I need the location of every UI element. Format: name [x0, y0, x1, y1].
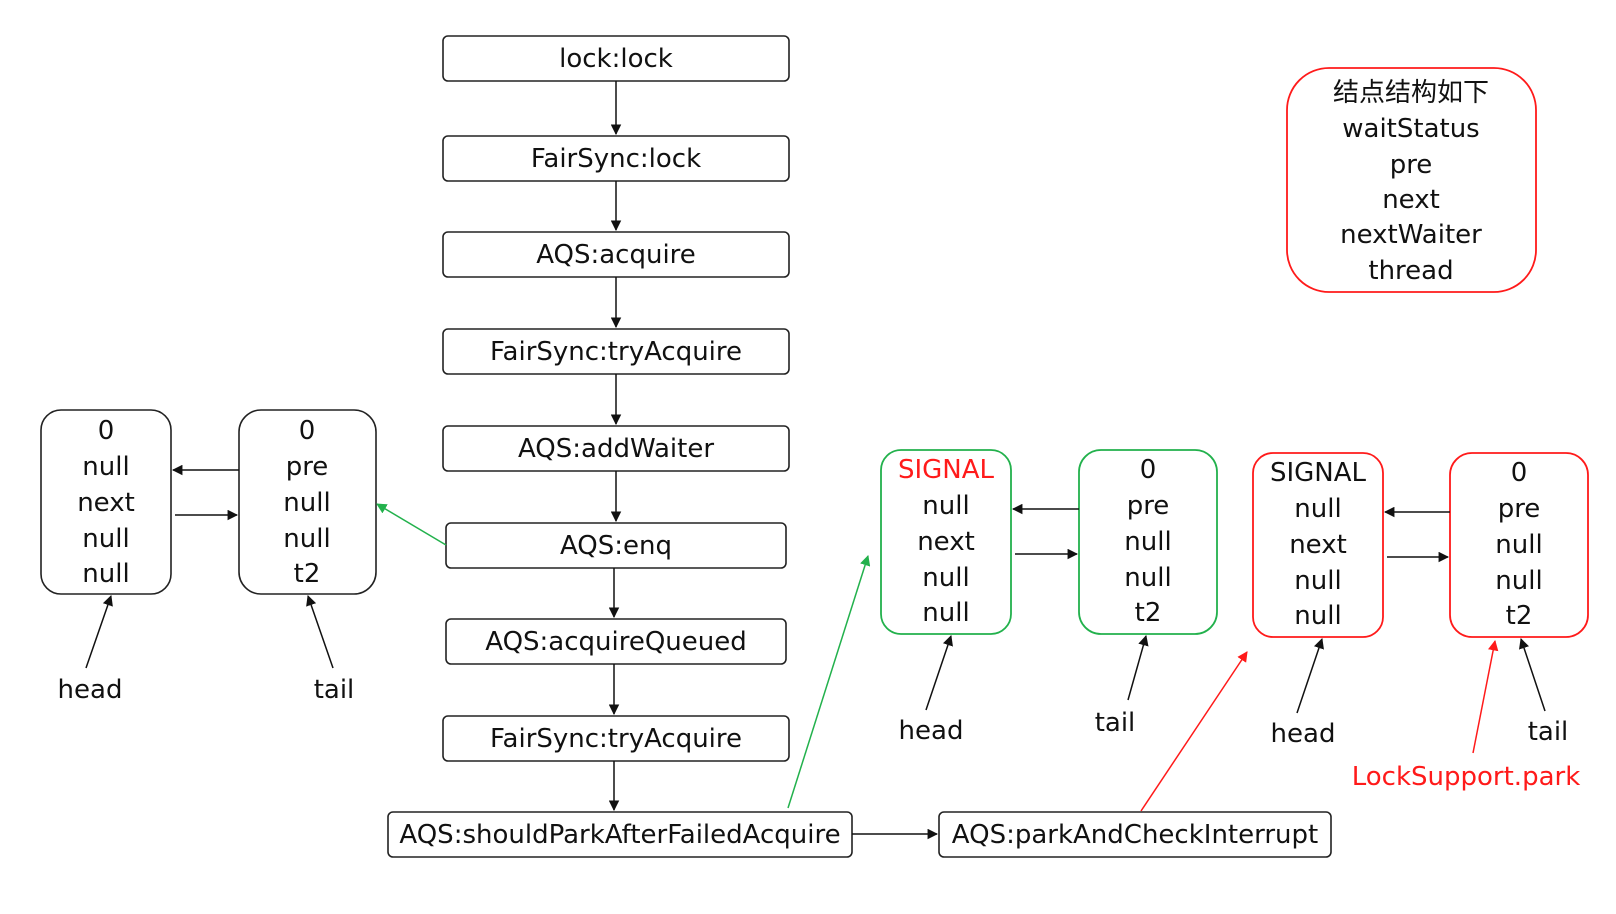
- flow-step-lock-label: lock:lock: [559, 44, 673, 74]
- flow-step-aqs-addwaiter-label: AQS:addWaiter: [518, 434, 714, 464]
- park-pointer-arrow: [1472, 639, 1499, 754]
- node-field: null: [82, 452, 129, 482]
- node-field: null: [1124, 527, 1171, 557]
- queue-enq: 0 null next null null 0 pre null null t2…: [40, 409, 377, 705]
- flow-step-fairsync-lock: FairSync:lock: [442, 135, 790, 182]
- node-field: null: [82, 524, 129, 554]
- tail-label: tail: [1528, 717, 1569, 747]
- legend-field: pre: [1390, 150, 1433, 180]
- legend-field: thread: [1368, 256, 1453, 286]
- node-field: next: [77, 488, 135, 518]
- node-field: null: [922, 563, 969, 593]
- tail-pointer-arrow: [306, 595, 334, 669]
- flow-step-aqs-shouldpark: AQS:shouldParkAfterFailedAcquire: [387, 811, 853, 858]
- tail-label: tail: [314, 675, 355, 705]
- node-field: next: [1289, 530, 1347, 560]
- tail-label: tail: [1095, 708, 1136, 738]
- node-field: t2: [294, 559, 321, 589]
- queue-signal: SIGNAL null next null null 0 pre null nu…: [880, 449, 1218, 746]
- queue-enq-tail-node: 0 pre null null t2: [238, 409, 377, 595]
- node-field: 0: [1140, 455, 1157, 485]
- node-structure-legend: 结点结构如下 waitStatus pre next nextWaiter th…: [1286, 67, 1537, 293]
- flow-step-aqs-parkandcheck-label: AQS:parkAndCheckInterrupt: [952, 820, 1318, 850]
- flow-step-aqs-parkandcheck: AQS:parkAndCheckInterrupt: [938, 811, 1332, 858]
- flow-step-fairsync-tryacquire-1: FairSync:tryAcquire: [442, 328, 790, 375]
- flow-step-aqs-acquirequeued: AQS:acquireQueued: [445, 618, 787, 665]
- node-field: t2: [1135, 598, 1162, 628]
- queue-enq-head-node: 0 null next null null: [40, 409, 172, 595]
- legend-field: nextWaiter: [1340, 220, 1482, 250]
- flow-step-fairsync-tryacquire-1-label: FairSync:tryAcquire: [490, 337, 742, 367]
- flow-step-fairsync-tryacquire-2-label: FairSync:tryAcquire: [490, 724, 742, 754]
- legend-field: next: [1382, 185, 1440, 215]
- flow-step-lock: lock:lock: [442, 35, 790, 82]
- legend-field: waitStatus: [1342, 114, 1479, 144]
- flow-step-fairsync-tryacquire-2: FairSync:tryAcquire: [442, 715, 790, 762]
- legend-title: 结点结构如下: [1333, 78, 1489, 108]
- flow-step-aqs-shouldpark-label: AQS:shouldParkAfterFailedAcquire: [399, 820, 840, 850]
- node-field: null: [1294, 566, 1341, 596]
- head-pointer-arrow: [85, 595, 113, 669]
- queue-signal-head-node: SIGNAL null next null null: [880, 449, 1012, 635]
- enq-connector-arrow: [376, 503, 447, 546]
- flow-step-aqs-addwaiter: AQS:addWaiter: [442, 425, 790, 472]
- node-field: 0: [98, 416, 115, 446]
- queue-park: SIGNAL null next null null 0 pre null nu…: [1252, 452, 1589, 792]
- node-field: null: [1124, 563, 1171, 593]
- node-field: null: [1495, 566, 1542, 596]
- tail-pointer-arrow: [1127, 634, 1149, 701]
- parkandcheck-connector-arrow: [1140, 651, 1248, 812]
- flow-step-fairsync-lock-label: FairSync:lock: [531, 144, 701, 174]
- flow-step-aqs-enq: AQS:enq: [445, 522, 787, 569]
- node-field: null: [1294, 494, 1341, 524]
- flow-step-aqs-acquire: AQS:acquire: [442, 231, 790, 278]
- node-field: null: [82, 559, 129, 589]
- node-field: SIGNAL: [1270, 458, 1367, 488]
- head-label: head: [1271, 719, 1336, 749]
- shouldpark-connector-arrow: [787, 554, 871, 809]
- node-field: t2: [1506, 601, 1533, 631]
- head-pointer-arrow: [925, 635, 953, 711]
- node-field: null: [922, 491, 969, 521]
- node-field: null: [283, 524, 330, 554]
- node-field: null: [1294, 601, 1341, 631]
- queue-park-head-node: SIGNAL null next null null: [1252, 452, 1384, 638]
- node-field: pre: [286, 452, 329, 482]
- node-field: null: [922, 598, 969, 628]
- node-field: pre: [1127, 491, 1170, 521]
- node-field: SIGNAL: [898, 455, 995, 485]
- head-pointer-arrow: [1296, 638, 1324, 714]
- tail-pointer-arrow: [1519, 638, 1546, 712]
- node-field: pre: [1498, 494, 1541, 524]
- flow-step-aqs-acquirequeued-label: AQS:acquireQueued: [485, 627, 747, 657]
- node-field: 0: [299, 416, 316, 446]
- locksupport-park-label: LockSupport.park: [1352, 762, 1581, 792]
- queue-signal-tail-node: 0 pre null null t2: [1078, 449, 1218, 635]
- flow-step-aqs-acquire-label: AQS:acquire: [536, 240, 696, 270]
- node-field: 0: [1511, 458, 1528, 488]
- head-label: head: [899, 716, 964, 746]
- head-label: head: [58, 675, 123, 705]
- flow-step-aqs-enq-label: AQS:enq: [560, 531, 672, 561]
- node-field: null: [283, 488, 330, 518]
- node-field: null: [1495, 530, 1542, 560]
- node-field: next: [917, 527, 975, 557]
- queue-park-tail-node: 0 pre null null t2: [1449, 452, 1589, 638]
